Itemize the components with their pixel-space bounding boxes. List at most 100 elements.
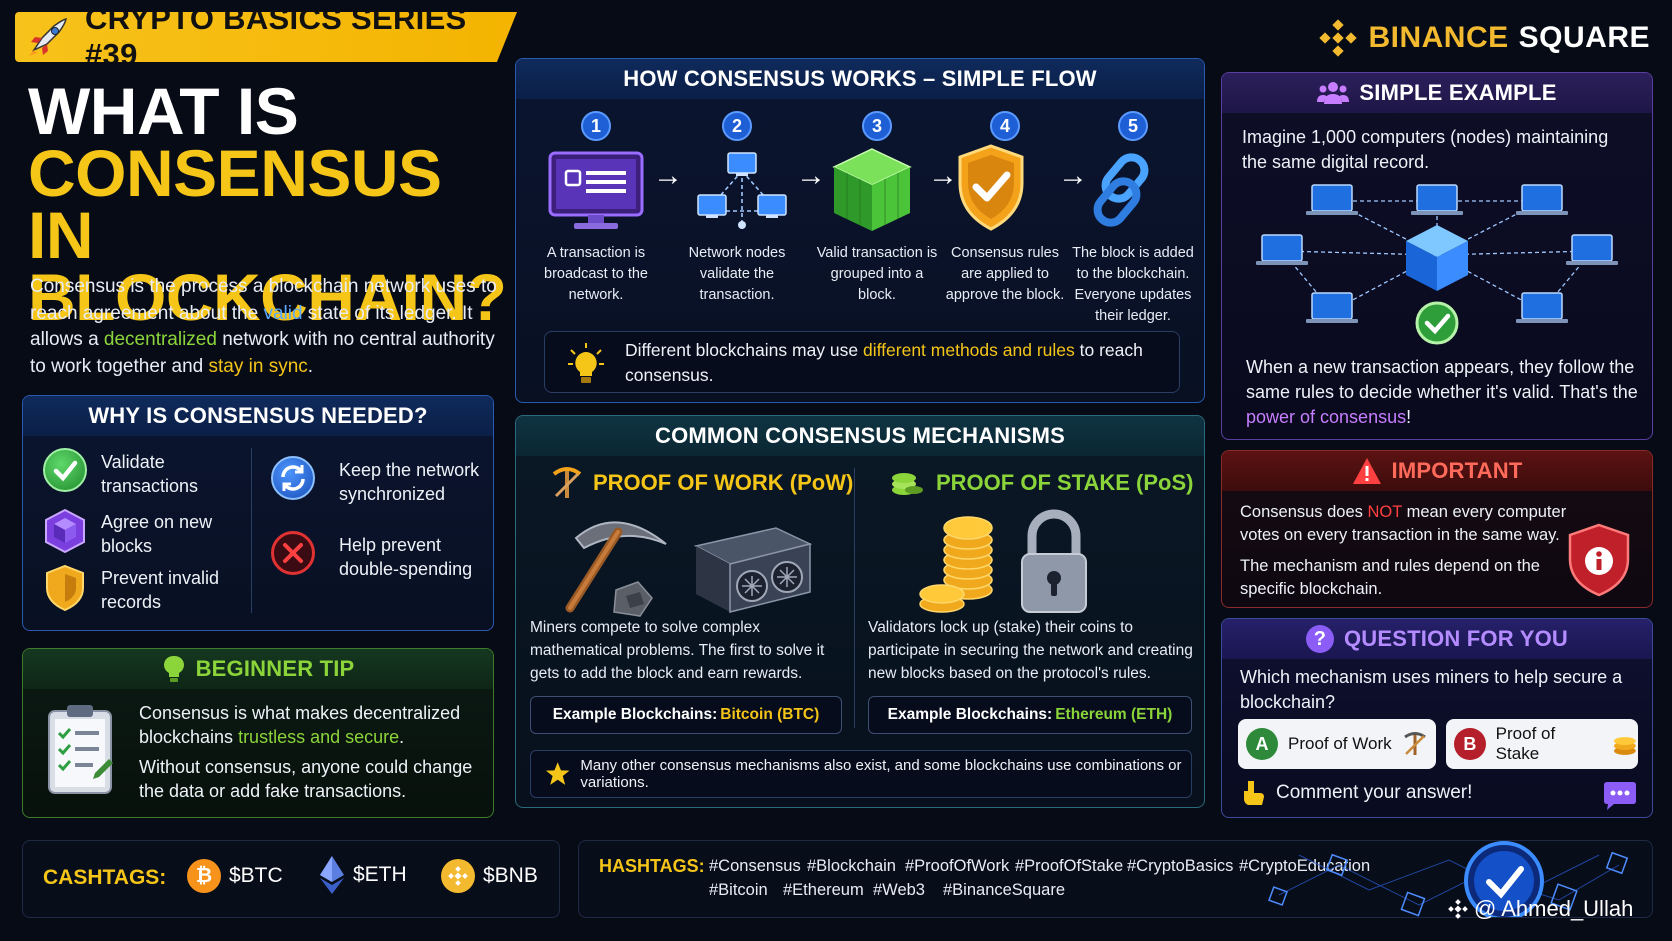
block-cube-icon xyxy=(832,148,912,231)
important-pre: Consensus does xyxy=(1240,503,1368,521)
hashtag[interactable]: #Ethereum xyxy=(783,881,864,899)
chat-bubble-icon[interactable] xyxy=(1602,781,1638,811)
tip-text-2: Without consensus, anyone could change t… xyxy=(139,757,473,801)
step-number: 1 xyxy=(581,111,611,141)
monitor-icon xyxy=(548,151,644,229)
cube-icon xyxy=(45,508,85,554)
rocket-icon xyxy=(29,17,67,56)
step-text: Consensus rules are applied to approve t… xyxy=(945,245,1065,303)
gold-coins-icon xyxy=(919,516,993,613)
answer-a-button[interactable]: A Proof of Work xyxy=(1238,719,1436,769)
pow-description: Miners compete to solve complex mathemat… xyxy=(530,619,825,682)
question-text: Which mechanism uses miners to help secu… xyxy=(1240,667,1623,712)
mining-rig-icon xyxy=(693,527,813,613)
title-line-3: IN BLOCKCHAIN? xyxy=(28,198,507,334)
hashtag[interactable]: #CryptoEducation xyxy=(1239,857,1371,875)
example-text-top: Imagine 1,000 computers (nodes) maintain… xyxy=(1242,127,1609,172)
pow-example-value: Bitcoin (BTC) xyxy=(720,706,820,723)
coins-stack-icon xyxy=(892,473,923,495)
cashtags-label: CASHTAGS: xyxy=(43,866,167,889)
pow-title: PROOF OF WORK (PoW) xyxy=(593,470,854,495)
cashtag-eth-text: $ETH xyxy=(353,863,407,886)
intro-text-4: . xyxy=(307,355,314,377)
mech-note-box: Many other consensus mechanisms also exi… xyxy=(530,750,1192,798)
hashtags-label: HASHTAGS: xyxy=(599,856,705,876)
answer-b-letter: B xyxy=(1454,728,1486,760)
chain-link-icon xyxy=(1093,153,1149,227)
cashtag-btc[interactable]: ₿ $BTC xyxy=(187,859,283,893)
intro-text-2: state of its ledger. It allows a xyxy=(30,302,473,351)
tip-highlight: trustless and secure xyxy=(238,727,400,747)
bitcoin-icon: ₿ xyxy=(187,859,221,893)
cashtag-eth[interactable]: $ETH xyxy=(319,855,407,895)
hashtag[interactable]: #Consensus xyxy=(709,857,801,875)
mech-note-text: Many other consensus mechanisms also exi… xyxy=(580,757,1182,791)
hashtag[interactable]: #Bitcoin xyxy=(709,881,768,899)
series-badge: CRYPTO BASICS SERIES #39 xyxy=(15,12,517,62)
tip-text-1-post: . xyxy=(399,727,405,747)
pow-example-label: Example Blockchains: xyxy=(552,706,718,723)
step-text: A transaction is broadcast to the networ… xyxy=(544,245,648,303)
mechanisms-panel: COMMON CONSENSUS MECHANISMS PROOF OF WOR… xyxy=(515,415,1205,808)
brand-logo: BINANCE SQUARE xyxy=(1318,16,1650,60)
example-text-bottom: When a new transaction appears, they fol… xyxy=(1246,355,1638,430)
cashtag-bnb-text: $BNB xyxy=(483,864,538,887)
cross-icon xyxy=(271,531,315,575)
pickaxe-hammer-icon xyxy=(1403,732,1426,755)
cashtag-bnb[interactable]: $BNB xyxy=(441,859,538,893)
page-title: WHAT IS CONSENSUS IN BLOCKCHAIN? xyxy=(28,78,508,334)
coins-icon xyxy=(1614,737,1637,755)
shield-icon xyxy=(46,564,84,612)
hashtag[interactable]: #ProofOfStake xyxy=(1015,857,1124,875)
step-number: 2 xyxy=(722,111,752,141)
why-item-prevent-invalid: Prevent invalid records xyxy=(101,568,220,612)
pos-title: PROOF OF STAKE (PoS) xyxy=(936,470,1194,495)
example-bottom-pre: When a new transaction appears, they fol… xyxy=(1246,357,1638,402)
hashtag[interactable]: #Web3 xyxy=(873,881,925,899)
example-highlight: power of consensus xyxy=(1246,407,1407,427)
blockchain-network-decoration xyxy=(1268,841,1629,917)
question-icon: ? xyxy=(1305,625,1334,653)
answer-b-button[interactable]: B Proof of Stake xyxy=(1446,719,1638,769)
why-item-sync: Keep the network synchronized xyxy=(339,460,480,504)
answer-b-label: Proof of Stake xyxy=(1495,724,1556,763)
step-number: 5 xyxy=(1118,111,1148,141)
warning-icon xyxy=(1352,458,1381,484)
why-divider xyxy=(251,448,252,613)
hashtag[interactable]: #CryptoBasics xyxy=(1127,857,1234,875)
intro-paragraph: Consensus is the process a blockchain ne… xyxy=(30,274,510,380)
series-badge-text: CRYPTO BASICS SERIES #39 xyxy=(85,1,467,72)
intro-highlight-decentralized: decentralized xyxy=(103,329,217,350)
important-post: mean every computer votes on every trans… xyxy=(1240,503,1567,544)
comment-cta-text: Comment your answer! xyxy=(1276,782,1473,803)
hashtag[interactable]: #BinanceSquare xyxy=(943,881,1066,899)
tip-text-1-pre: Consensus is what makes decentralized bl… xyxy=(139,703,461,747)
brand-name-binance: BINANCE xyxy=(1368,21,1509,54)
author-handle-text: @ Ahmed_Ullah xyxy=(1474,896,1634,921)
author-handle: @ Ahmed_Ullah xyxy=(1448,896,1633,922)
clipboard-icon xyxy=(48,705,113,794)
pos-example-value: Ethereum (ETH) xyxy=(1055,706,1173,723)
node-network-icon xyxy=(1256,184,1618,345)
users-group-icon xyxy=(1317,82,1350,104)
flow-arrow: → xyxy=(928,159,958,192)
hashtag[interactable]: #ProofOfWork xyxy=(905,857,1010,875)
cashtags-bar: CASHTAGS: ₿ $BTC $ETH $BNB xyxy=(22,840,560,918)
hashtag[interactable]: #Blockchain xyxy=(807,857,896,875)
beginner-tip-panel: BEGINNER TIP Consensus is what makes dec… xyxy=(22,648,494,818)
mech-divider xyxy=(854,468,855,728)
step-text: Valid transaction is grouped into a bloc… xyxy=(816,245,938,303)
flow-arrow: → xyxy=(796,159,826,192)
answer-a-letter: A xyxy=(1246,728,1278,760)
why-item-validate: Validate transactions xyxy=(101,452,199,496)
flow-arrow: → xyxy=(1058,159,1088,192)
why-panel: WHY IS CONSENSUS NEEDED? Validate transa… xyxy=(22,395,494,631)
padlock-icon xyxy=(1021,509,1087,613)
why-heading: WHY IS CONSENSUS NEEDED? xyxy=(23,396,493,436)
sync-icon xyxy=(271,456,315,500)
intro-highlight-valid: valid xyxy=(263,302,303,324)
example-heading: SIMPLE EXAMPLE xyxy=(1359,80,1557,105)
step-text: The block is added to the blockchain. Ev… xyxy=(1072,245,1194,324)
step-number: 4 xyxy=(990,111,1020,141)
brand-name-square: SQUARE xyxy=(1518,21,1650,54)
